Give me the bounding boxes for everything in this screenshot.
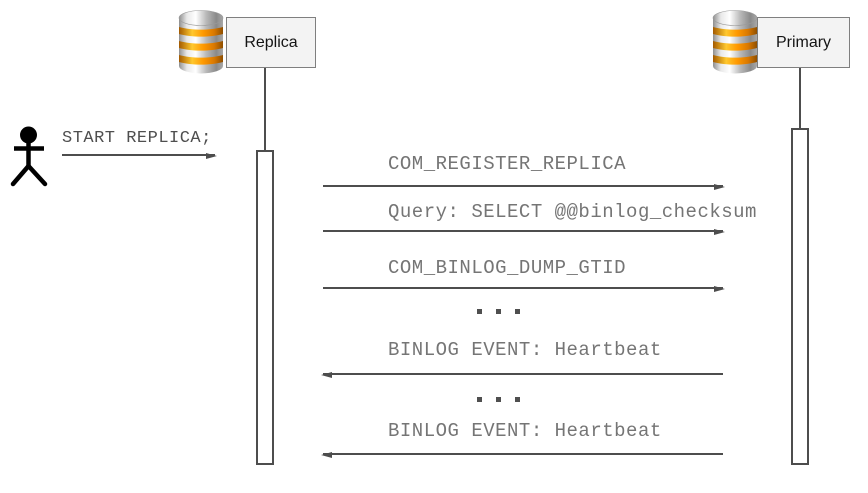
message-arrow-left (321, 452, 723, 458)
ellipsis (477, 397, 520, 402)
message-arrow-right (323, 229, 725, 235)
message-label-com-register-replica: COM_REGISTER_REPLICA (388, 153, 627, 175)
activation-bar-primary (791, 128, 809, 465)
actor-icon (8, 116, 56, 190)
message-arrow-right (323, 184, 725, 190)
message-label-com-binlog-dump-gtid: COM_BINLOG_DUMP_GTID (388, 257, 627, 279)
message-arrow-right (323, 286, 725, 292)
actor-command-label: START REPLICA; (62, 129, 212, 148)
ellipsis (477, 309, 520, 314)
message-label-binlog-event-heartbeat: BINLOG EVENT: Heartbeat (388, 339, 662, 361)
participant-label-replica: Replica (244, 33, 298, 51)
activation-bar-replica (256, 150, 274, 465)
message-label-query-binlog-checksum: Query: SELECT @@binlog_checksum (388, 201, 757, 223)
lifeline-replica (264, 68, 266, 150)
actor-command-arrow (62, 153, 217, 159)
database-icon-replica (178, 10, 224, 74)
database-icon-primary (712, 10, 758, 74)
message-arrow-left (321, 372, 723, 378)
lifeline-primary (799, 68, 801, 128)
participant-label-primary: Primary (775, 33, 832, 51)
participant-box-primary: Primary (757, 17, 850, 68)
message-label-binlog-event-heartbeat: BINLOG EVENT: Heartbeat (388, 420, 662, 442)
participant-box-replica: Replica (226, 17, 316, 68)
